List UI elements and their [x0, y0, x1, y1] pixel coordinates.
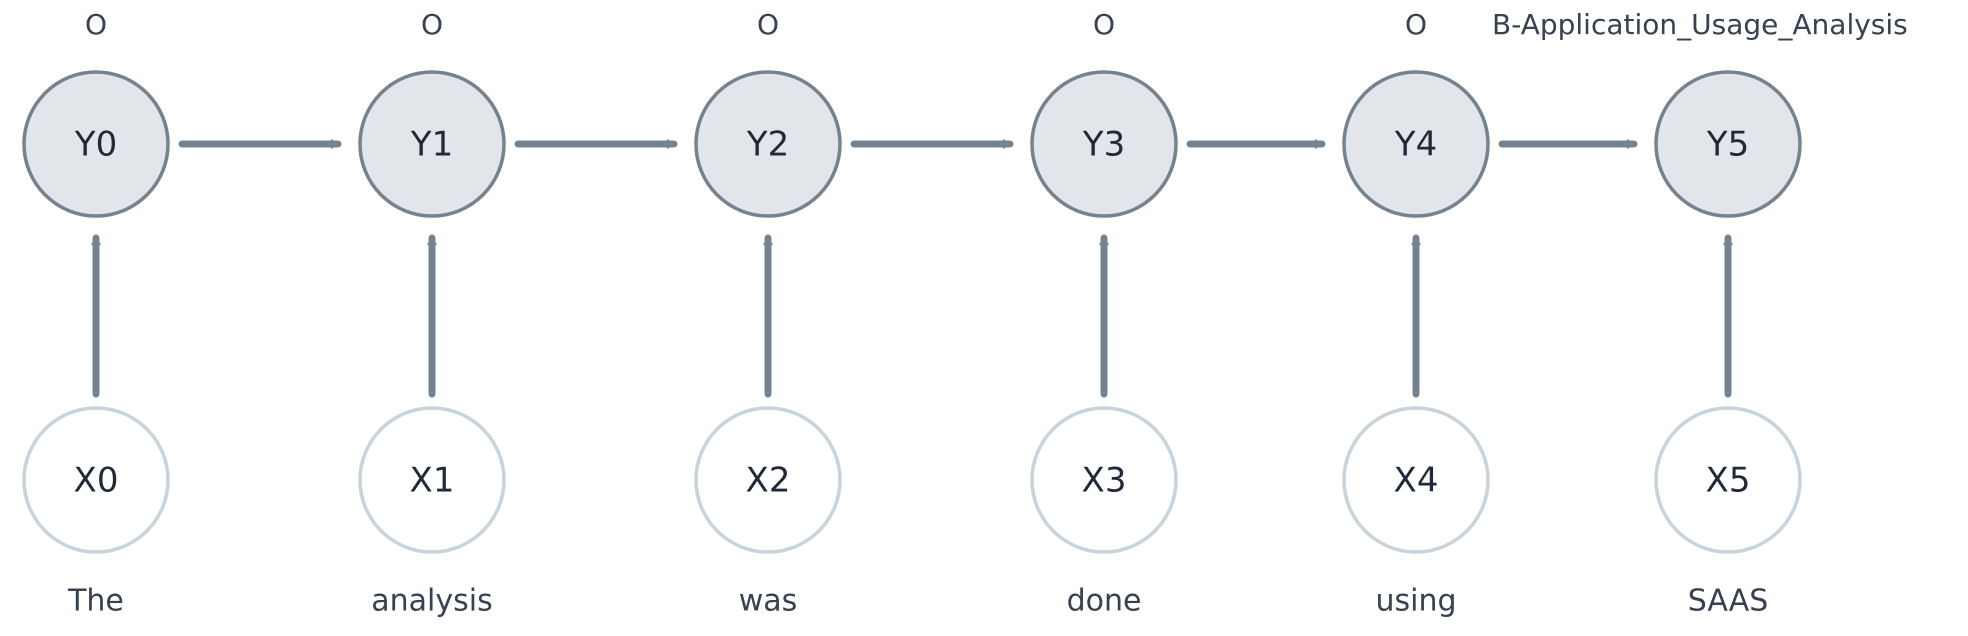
nodes — [22, 70, 1802, 554]
entity-tag-label: O — [757, 8, 779, 41]
observed-token-node — [1342, 406, 1490, 554]
word-label: was — [739, 584, 798, 619]
hidden-state-node — [1030, 70, 1178, 218]
hidden-state-label: Y4 — [1394, 125, 1437, 165]
observed-token-label: X3 — [1082, 461, 1127, 501]
edges — [91, 139, 1733, 398]
entity-tag-label: O — [85, 8, 107, 41]
hidden-state-node — [22, 70, 170, 218]
hidden-state-label: Y3 — [1082, 125, 1125, 165]
word-label: SAAS — [1688, 584, 1769, 619]
hidden-state-node — [1654, 70, 1802, 218]
observed-token-label: X4 — [1394, 461, 1439, 501]
observed-token-node — [694, 406, 842, 554]
hidden-state-label: Y0 — [74, 125, 117, 165]
hidden-state-node — [358, 70, 506, 218]
observed-token-label: X1 — [410, 461, 455, 501]
observed-token-node — [358, 406, 506, 554]
word-label: using — [1375, 584, 1456, 619]
hidden-state-label: Y2 — [746, 125, 789, 165]
observed-token-label: X0 — [74, 461, 119, 501]
entity-tag-label: B-Application_Usage_Analysis — [1492, 8, 1908, 41]
observed-token-node — [1030, 406, 1178, 554]
observed-token-label: X5 — [1706, 461, 1751, 501]
entity-tag-label: O — [1093, 8, 1115, 41]
entity-tag-label: O — [421, 8, 443, 41]
hidden-state-label: Y5 — [1706, 125, 1749, 165]
word-label: The — [67, 584, 124, 619]
observed-token-label: X2 — [746, 461, 791, 501]
word-label: analysis — [371, 584, 492, 619]
observed-token-node — [1654, 406, 1802, 554]
observed-token-node — [22, 406, 170, 554]
hidden-state-node — [694, 70, 842, 218]
hidden-state-label: Y1 — [410, 125, 453, 165]
entity-tag-label: O — [1405, 8, 1427, 41]
word-label: done — [1067, 584, 1142, 619]
hidden-state-node — [1342, 70, 1490, 218]
